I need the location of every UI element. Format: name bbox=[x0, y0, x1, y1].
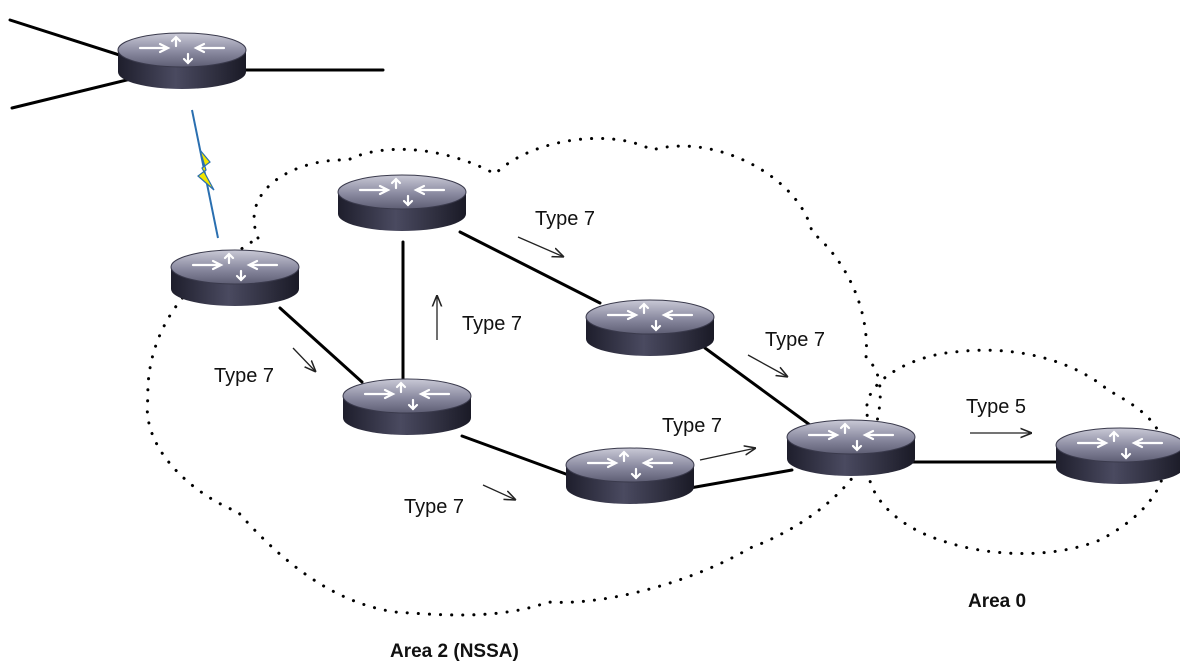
link-bottom-to-abr bbox=[688, 468, 794, 490]
link-mid-to-abr bbox=[703, 346, 812, 427]
arrow-type7-3 bbox=[517, 236, 564, 257]
area-label-nssa: Area 2 (NSSA) bbox=[390, 641, 519, 662]
lsa-label: Type 7 bbox=[535, 208, 595, 230]
lightning-bolt-icon bbox=[197, 149, 215, 191]
lsa-label: Type 7 bbox=[404, 496, 464, 518]
lsa-label: Type 7 bbox=[765, 329, 825, 351]
arrow-type7-1 bbox=[292, 347, 316, 372]
lsa-label: Type 5 bbox=[966, 396, 1026, 418]
arrow-type7-6 bbox=[482, 484, 516, 500]
external-link-upper bbox=[8, 18, 137, 62]
area-label-backbone: Area 0 bbox=[968, 591, 1026, 612]
lsa-label: Type 7 bbox=[214, 365, 274, 387]
lsa-label: Type 7 bbox=[662, 415, 722, 437]
router-icon[interactable] bbox=[336, 173, 468, 233]
router-icon[interactable] bbox=[564, 446, 696, 506]
external-link-lower bbox=[10, 76, 137, 110]
router-icon[interactable] bbox=[169, 248, 301, 308]
link-top-to-mid bbox=[458, 230, 602, 305]
router-icon[interactable] bbox=[785, 418, 917, 478]
arrow-type7-4 bbox=[747, 354, 788, 377]
router-icon[interactable] bbox=[1054, 426, 1180, 486]
router-icon[interactable] bbox=[341, 377, 473, 437]
router-icon[interactable] bbox=[116, 31, 248, 91]
lsa-label: Type 7 bbox=[462, 313, 522, 335]
arrow-type7-5 bbox=[699, 448, 756, 461]
link-asbr-to-core bbox=[278, 306, 364, 384]
link-core-to-bottom bbox=[460, 434, 576, 479]
router-icon[interactable] bbox=[584, 298, 716, 358]
